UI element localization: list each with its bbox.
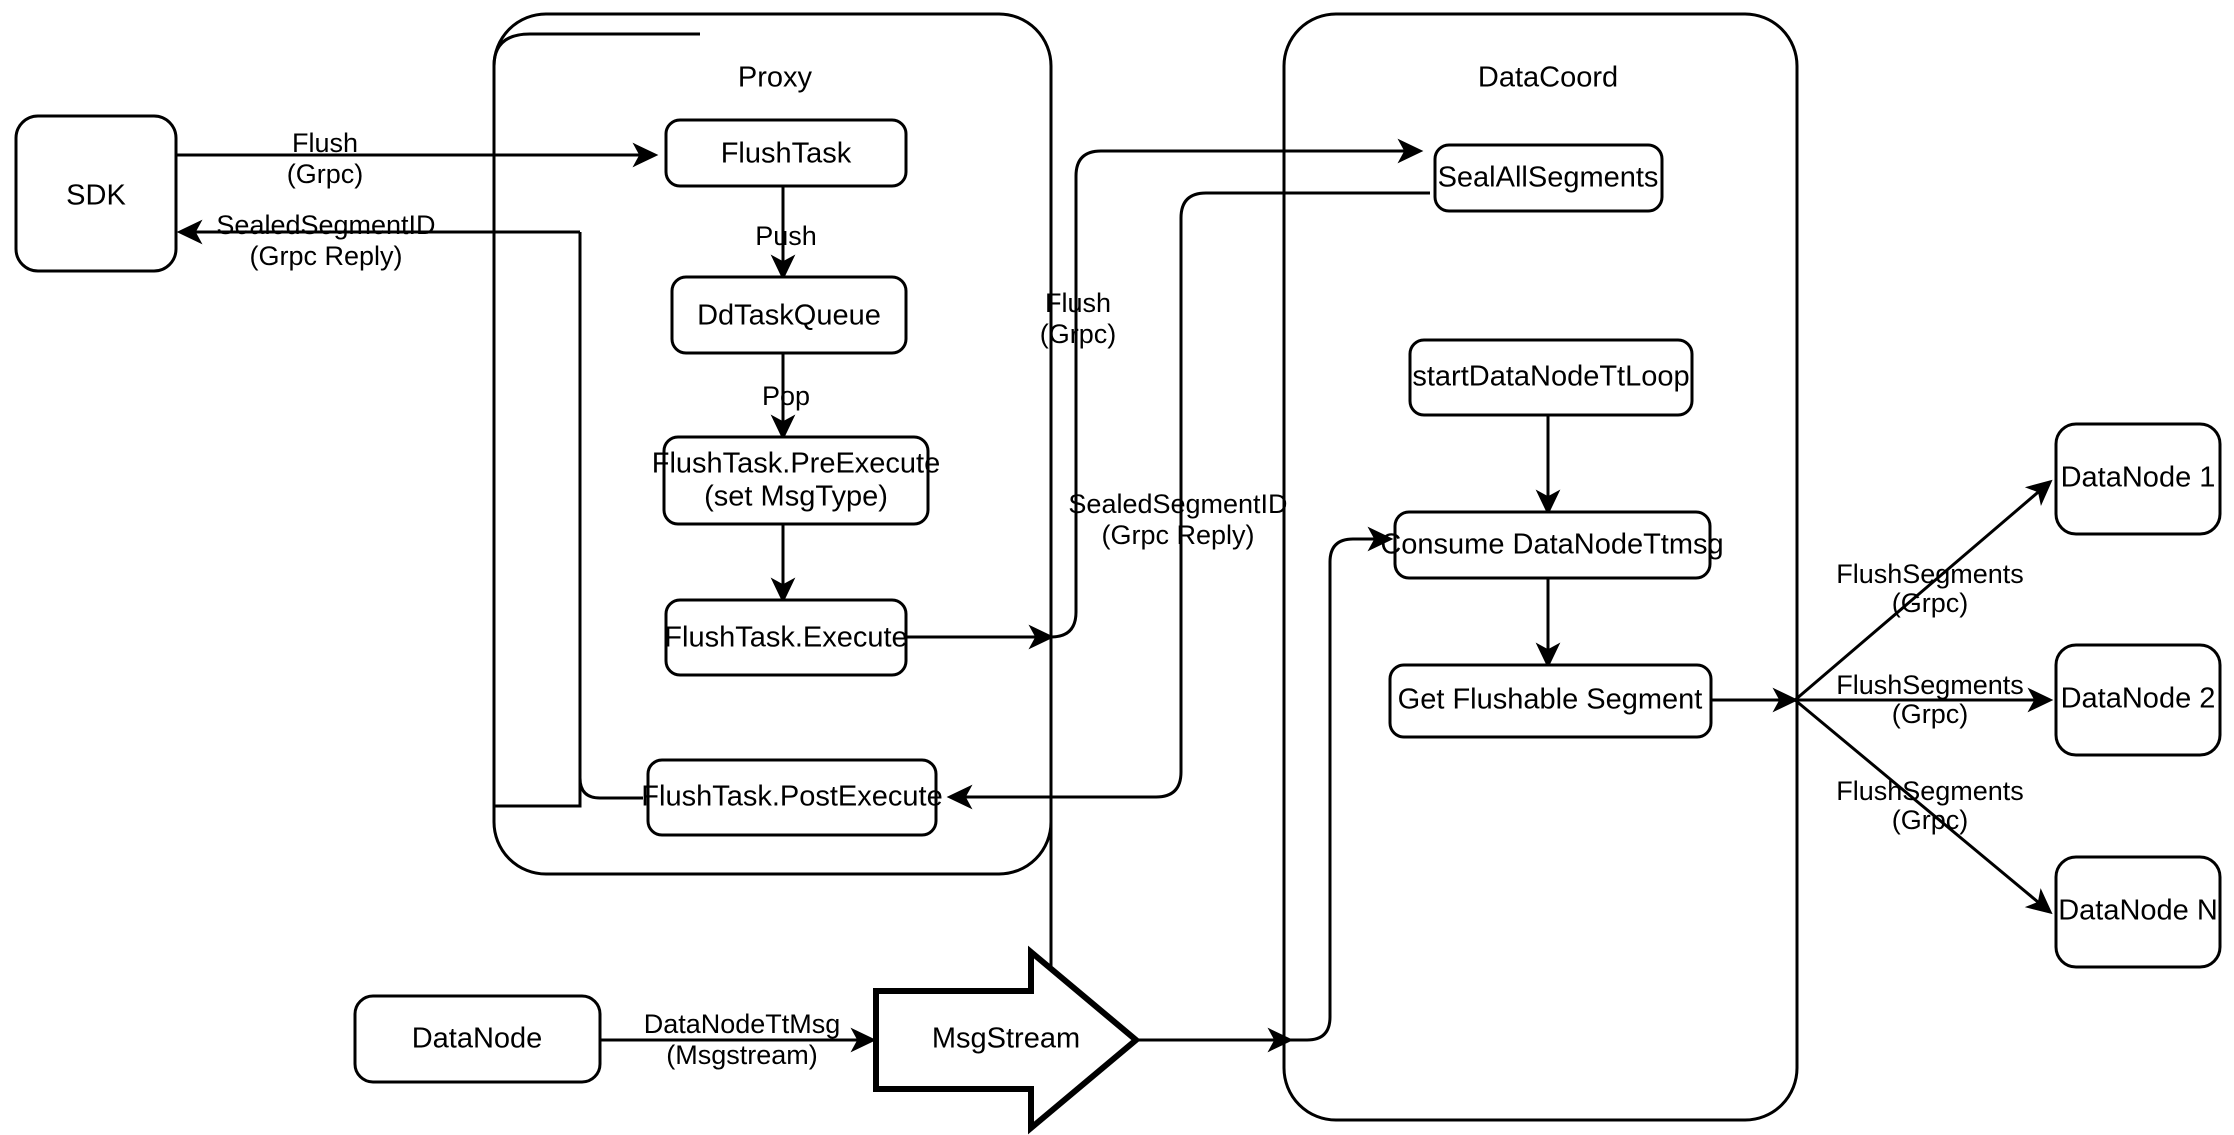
sealallsegments-label: SealAllSegments (1438, 162, 1659, 194)
flushsegments-n-label-line2: (Grpc) (1892, 805, 1969, 835)
sealedsegmentid-reply-label-line2: (Grpc Reply) (249, 241, 402, 271)
label-flushsegments-1: FlushSegments (Grpc) (1836, 559, 2024, 618)
msgstream-arrow-shape[interactable] (873, 945, 1141, 1135)
node-datanode-bottom[interactable]: DataNode (353, 994, 602, 1084)
flush-grpc-label-line2: (Grpc) (287, 159, 364, 189)
label-push: Push (755, 221, 817, 251)
flushsegments-2-label-line1: FlushSegments (1836, 670, 2024, 700)
sealedsegmentid-reply-label-line1: SealedSegmentID (216, 210, 435, 240)
node-ddtaskqueue[interactable]: DdTaskQueue (670, 275, 908, 355)
datanode-ttmsg-label-line2: (Msgstream) (666, 1040, 818, 1070)
label-proxy-to-sdk: SealedSegmentID (Grpc Reply) (216, 210, 435, 271)
label-flushsegments-n: FlushSegments (Grpc) (1836, 776, 2024, 835)
flushtask-label: FlushTask (721, 138, 852, 170)
proxy-flush-grpc-label-line2: (Grpc) (1040, 319, 1117, 349)
node-datanode-n[interactable]: DataNode N (2054, 855, 2222, 969)
datacoord-sealedsegmentid-label-line1: SealedSegmentID (1068, 489, 1287, 519)
node-get-flushable-segment[interactable]: Get Flushable Segment (1388, 663, 1713, 739)
proxy-flush-grpc-label-line1: Flush (1045, 288, 1111, 318)
edge-junction-to-datanode1 (1794, 479, 2053, 702)
preexecute-label-line2: (set MsgType) (704, 481, 888, 513)
edge-datacoord-to-postexecute (946, 191, 1430, 810)
node-consume-datanodettmsg[interactable]: Consume DataNodeTtmsg (1380, 510, 1724, 580)
execute-box[interactable] (664, 598, 908, 677)
proxy-container-title: Proxy (738, 62, 813, 94)
consume-datanodettmsg-label: Consume DataNodeTtmsg (1380, 529, 1723, 561)
datanode-bottom-box[interactable] (353, 994, 602, 1084)
pop-label: Pop (762, 381, 810, 411)
node-datanode-2[interactable]: DataNode 2 (2054, 643, 2222, 757)
node-sealallsegments[interactable]: SealAllSegments (1433, 143, 1664, 213)
node-datanode-1[interactable]: DataNode 1 (2054, 422, 2222, 536)
label-sdk-to-proxy: Flush (Grpc) (287, 128, 364, 189)
node-flushtask-postexecute[interactable]: FlushTask.PostExecute (641, 758, 943, 837)
ddtaskqueue-label: DdTaskQueue (697, 300, 881, 332)
edge-proxy-to-datacoord-flush (1050, 138, 1424, 639)
startdatanodettloop-label: startDataNodeTtLoop (1412, 361, 1689, 393)
msgstream-label: MsgStream (932, 1023, 1080, 1055)
node-startdatanodettloop[interactable]: startDataNodeTtLoop (1408, 338, 1694, 417)
push-label: Push (755, 221, 817, 251)
get-flushable-segment-box[interactable] (1388, 663, 1713, 739)
label-datacoord-to-proxy: SealedSegmentID (Grpc Reply) (1068, 489, 1287, 550)
get-flushable-segment-label: Get Flushable Segment (1398, 684, 1703, 716)
ddtaskqueue-box[interactable] (670, 275, 908, 355)
node-flushtask[interactable]: FlushTask (664, 118, 908, 188)
edge-proxy-rail-top-hook (492, 32, 700, 67)
datanode-n-label: DataNode N (2058, 895, 2218, 927)
label-datanode-ttmsg: DataNodeTtMsg (Msgstream) (644, 1009, 841, 1070)
sdk-label: SDK (66, 180, 126, 212)
sealallsegments-box[interactable] (1433, 143, 1664, 213)
label-proxy-to-datacoord: Flush (Grpc) (1040, 288, 1117, 349)
startdatanodettloop-box[interactable] (1408, 338, 1694, 417)
label-pop: Pop (762, 381, 810, 411)
datanode-ttmsg-label-line1: DataNodeTtMsg (644, 1009, 841, 1039)
flush-grpc-label-line1: Flush (292, 128, 358, 158)
datanode-2-label: DataNode 2 (2061, 683, 2216, 715)
preexecute-box[interactable] (662, 435, 930, 526)
node-flushtask-preexecute[interactable]: FlushTask.PreExecute (set MsgType) (652, 435, 941, 526)
flushsegments-1-label-line2: (Grpc) (1892, 588, 1969, 618)
postexecute-box[interactable] (646, 758, 938, 837)
datacoord-sealedsegmentid-label-line2: (Grpc Reply) (1101, 520, 1254, 550)
flushtask-box[interactable] (664, 118, 908, 188)
node-flushtask-execute[interactable]: FlushTask.Execute (664, 598, 908, 677)
datanode-1-label: DataNode 1 (2061, 462, 2216, 494)
consume-datanodettmsg-box[interactable] (1393, 510, 1712, 580)
datanode-bottom-label: DataNode (412, 1023, 543, 1055)
node-sdk[interactable]: SDK (14, 114, 178, 273)
postexecute-label: FlushTask.PostExecute (641, 781, 942, 813)
datanode-2-box[interactable] (2054, 643, 2222, 757)
datanode-1-box[interactable] (2054, 422, 2222, 536)
flushsegments-2-label-line2: (Grpc) (1892, 699, 1969, 729)
flushsegments-n-label-line1: FlushSegments (1836, 776, 2024, 806)
datacoord-container-title: DataCoord (1478, 62, 1618, 94)
edge-junction-to-datanodeN (1794, 698, 2053, 915)
datanode-n-box[interactable] (2054, 855, 2222, 969)
sdk-box[interactable] (14, 114, 178, 273)
preexecute-label-line1: FlushTask.PreExecute (652, 448, 941, 480)
edge-postexecute-to-rail (578, 240, 643, 800)
execute-label: FlushTask.Execute (664, 622, 907, 654)
flushsegments-1-label-line1: FlushSegments (1836, 559, 2024, 589)
label-flushsegments-2: FlushSegments (Grpc) (1836, 670, 2024, 729)
edge-msgstream-to-consume (1284, 526, 1394, 1042)
node-msgstream[interactable]: MsgStream (873, 945, 1141, 1135)
